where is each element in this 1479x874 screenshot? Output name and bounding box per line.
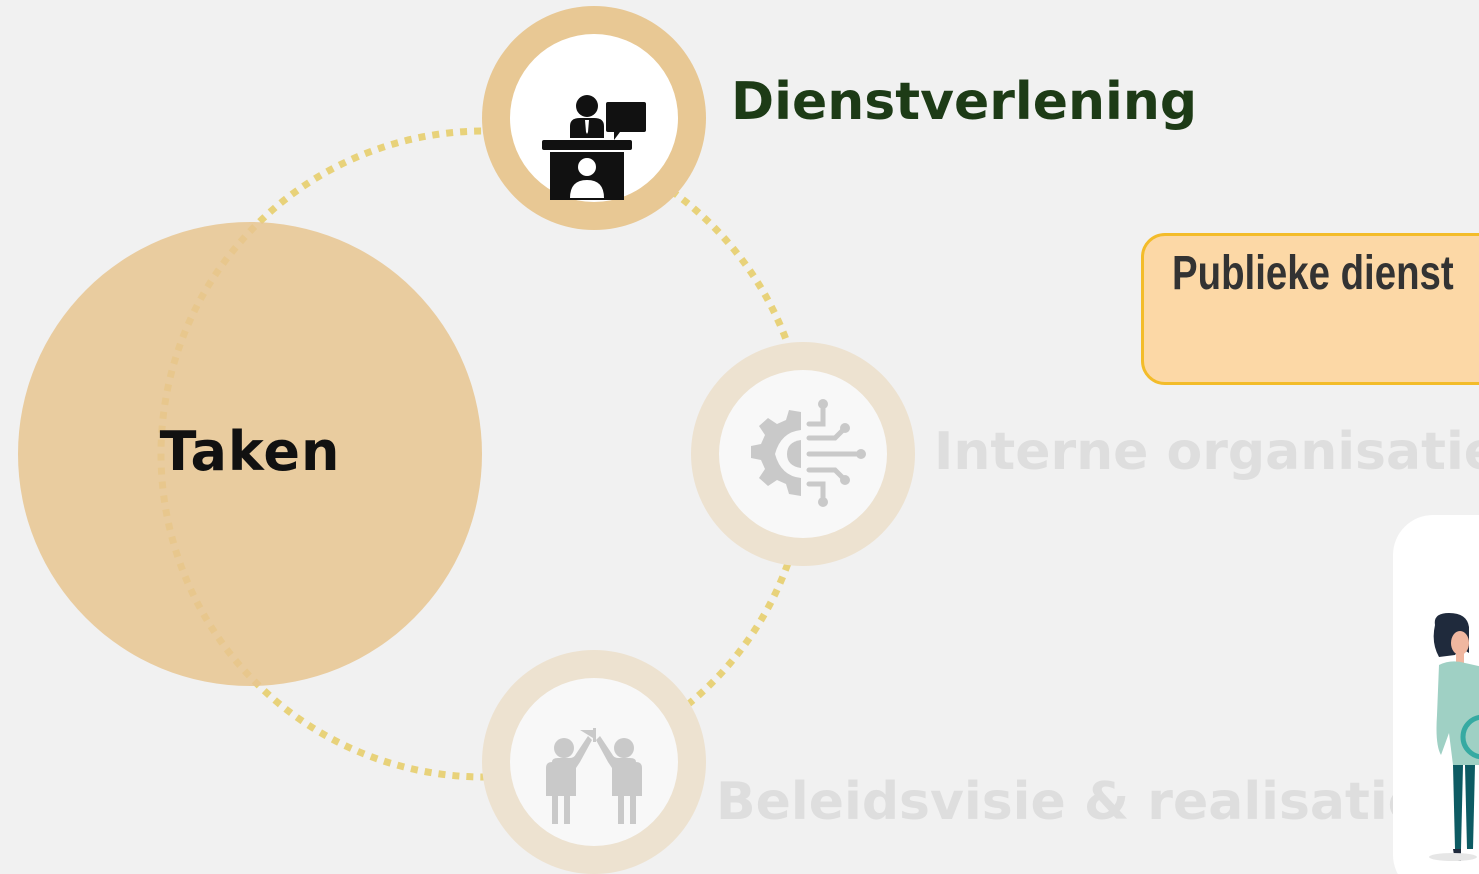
node-icon-holder [510, 34, 678, 202]
center-circle [18, 222, 482, 686]
callout-box: Publieke dienst [1141, 233, 1479, 385]
gear-circuit-icon [751, 399, 866, 507]
service-desk-icon [542, 95, 646, 200]
woman-with-globe-icon [1429, 613, 1479, 861]
node-label-interne-organisatie[interactable]: Interne organisatie [934, 422, 1479, 482]
callout-text: Publieke dienst [1172, 247, 1454, 300]
illustration-card [1393, 515, 1479, 874]
node-icon-holder [719, 370, 887, 538]
node-label-dienstverlening[interactable]: Dienstverlening [731, 72, 1198, 132]
center-label: Taken [159, 420, 341, 483]
node-label-beleidsvisie[interactable]: Beleidsvisie & realisatie [716, 772, 1423, 832]
team-flag-icon [546, 728, 642, 824]
node-icon-holder [510, 678, 678, 846]
node-interne-organisatie[interactable] [691, 342, 915, 566]
node-dienstverlening[interactable] [482, 6, 706, 230]
node-beleidsvisie[interactable] [482, 650, 706, 874]
